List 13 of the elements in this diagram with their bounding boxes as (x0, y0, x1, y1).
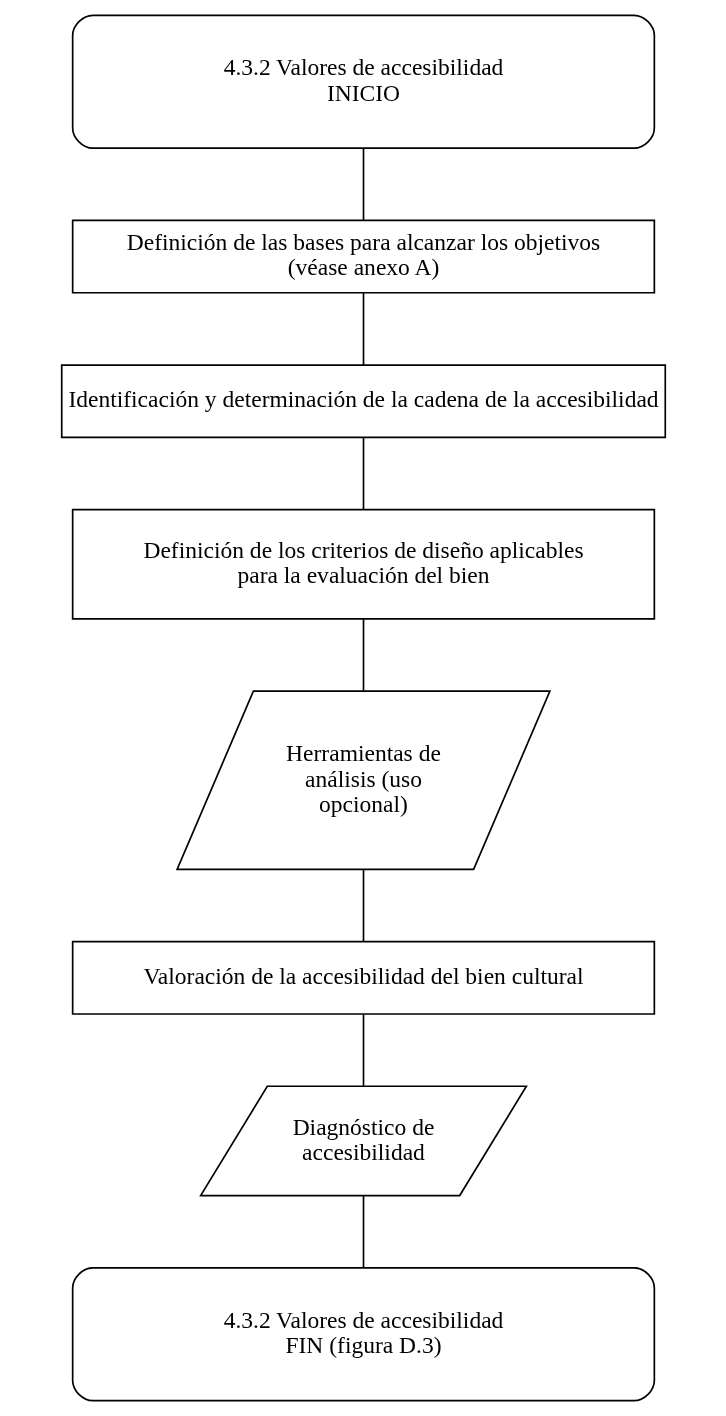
connector (362, 1195, 364, 1269)
connector (362, 868, 364, 943)
node-box: 4.3.2 Valores de accesibilidad FIN (figura D.3) (71, 1267, 655, 1402)
connector (362, 618, 364, 692)
connector (362, 147, 364, 222)
node-box: Definición de los criterios de diseño aplicables para la evaluación del bien (71, 508, 655, 620)
node-box: 4.3.2 Valores de accesibilidad INICIO (71, 14, 655, 149)
node-box: Identificación y determinación de la cadena de la accesibilidad (60, 364, 666, 439)
connector (362, 436, 364, 510)
node-box: Valoración de la accesibilidad del bien cultural (71, 940, 655, 1015)
connector (362, 292, 364, 366)
node-box: Definición de las bases para alcanzar los objetivos (véase anexo A) (71, 219, 655, 294)
connector (362, 1013, 364, 1087)
